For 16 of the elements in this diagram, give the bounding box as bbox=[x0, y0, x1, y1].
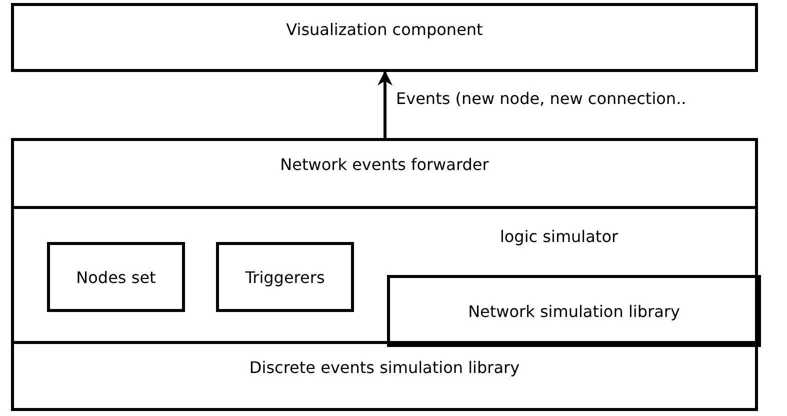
layer-band bbox=[11, 341, 758, 411]
layer-label: logic simulator bbox=[498, 227, 620, 246]
component-box bbox=[11, 3, 758, 72]
box-label: Network simulation library bbox=[468, 302, 680, 320]
box-label: Visualization component bbox=[286, 20, 483, 39]
module-box bbox=[47, 242, 185, 312]
arrow bbox=[378, 70, 392, 138]
box-label: Triggerers bbox=[245, 268, 325, 286]
library-box bbox=[387, 275, 761, 347]
module-box bbox=[216, 242, 354, 312]
layer-band bbox=[11, 206, 758, 344]
edge-label: Events (new node, new connection.. bbox=[396, 89, 686, 108]
layer-band bbox=[11, 138, 758, 209]
box-label: Network events forwarder bbox=[280, 155, 489, 174]
box-label: Discrete events simulation library bbox=[249, 358, 520, 377]
box-label: Nodes set bbox=[76, 268, 156, 286]
